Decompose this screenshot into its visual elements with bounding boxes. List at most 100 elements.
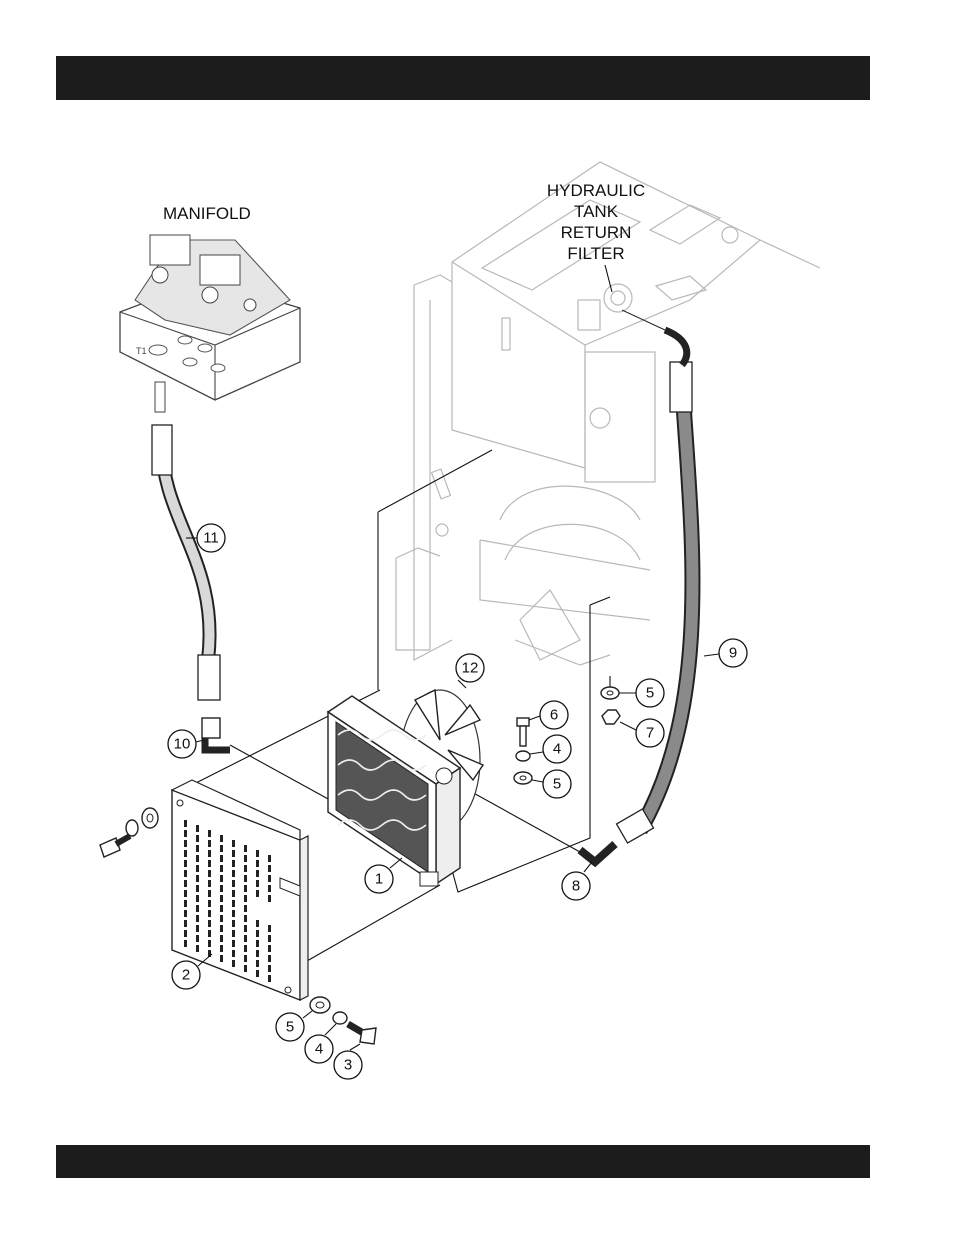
vent-slot <box>268 875 271 882</box>
callout-5-lower-text: 5 <box>286 1019 294 1036</box>
vent-slot <box>208 840 211 847</box>
callout-9-text: 9 <box>729 645 737 662</box>
vent-slot <box>220 885 223 892</box>
vent-slot <box>232 900 235 907</box>
callout-5-upper-text: 5 <box>646 685 654 702</box>
callout-5-middle-text: 5 <box>553 776 561 793</box>
vent-slot <box>208 850 211 857</box>
vent-slot <box>244 855 247 862</box>
vent-slot <box>196 935 199 942</box>
vent-slot <box>268 895 271 902</box>
vent-slot <box>232 880 235 887</box>
vent-slot <box>220 875 223 882</box>
port-label: T1 <box>136 346 147 356</box>
elbow-fitting-8 <box>580 844 615 862</box>
vent-slot <box>196 885 199 892</box>
vent-slot <box>208 920 211 927</box>
callout-12: 12 <box>456 654 484 688</box>
callout-6: 6 <box>529 701 568 729</box>
vent-slot <box>220 905 223 912</box>
vent-slot <box>220 845 223 852</box>
callout-5-lower: 5 <box>276 1011 312 1041</box>
vent-slot <box>184 860 187 867</box>
vent-slot <box>256 920 259 927</box>
vent-slot <box>232 850 235 857</box>
callout-4-upper-text: 4 <box>553 741 561 758</box>
vent-slot <box>184 840 187 847</box>
vent-slot <box>220 865 223 872</box>
vent-slot <box>220 895 223 902</box>
vent-slot <box>208 880 211 887</box>
callout-7-text: 7 <box>646 725 654 742</box>
vent-slot <box>268 925 271 932</box>
vent-slot <box>232 910 235 917</box>
vent-slot <box>256 960 259 967</box>
vent-slot <box>232 950 235 957</box>
vent-slot <box>196 865 199 872</box>
vent-slot <box>244 935 247 942</box>
elbow-fitting-10 <box>202 718 230 750</box>
vent-slot <box>220 835 223 842</box>
vent-slot <box>208 910 211 917</box>
vent-slot <box>268 965 271 972</box>
vent-slot <box>232 890 235 897</box>
callout-6-text: 6 <box>550 707 558 724</box>
vent-slot <box>232 940 235 947</box>
vent-slot <box>244 905 247 912</box>
vent-slot <box>232 870 235 877</box>
vent-slot <box>244 925 247 932</box>
manifold-label: MANIFOLD <box>163 204 251 223</box>
hose-11 <box>152 425 220 700</box>
vent-slot <box>244 875 247 882</box>
vent-slot <box>232 930 235 937</box>
manifold-block: T1 <box>120 235 300 412</box>
filter-label-line-4: FILTER <box>567 244 624 263</box>
vent-slot <box>244 885 247 892</box>
vent-slot <box>220 935 223 942</box>
vent-slot <box>196 855 199 862</box>
vent-slot <box>244 865 247 872</box>
callout-4-lower-text: 4 <box>315 1041 323 1058</box>
vent-slot <box>184 830 187 837</box>
vent-slot <box>196 925 199 932</box>
callout-11-text: 11 <box>203 530 219 547</box>
vent-slot <box>256 940 259 947</box>
vent-slot <box>208 870 211 877</box>
vent-slot <box>208 930 211 937</box>
callout-1-text: 1 <box>375 871 383 888</box>
vent-slot <box>244 945 247 952</box>
callout-2-text: 2 <box>182 967 190 984</box>
filter-label: HYDRAULIC TANK RETURN FILTER <box>547 181 645 292</box>
vent-slot <box>184 870 187 877</box>
vent-slot <box>256 930 259 937</box>
vent-slot <box>208 830 211 837</box>
vent-slot <box>220 955 223 962</box>
callout-4-upper: 4 <box>530 735 571 763</box>
vent-slot <box>244 845 247 852</box>
vent-slot <box>184 880 187 887</box>
vent-slot <box>256 950 259 957</box>
vent-slot <box>232 960 235 967</box>
vent-slot <box>196 825 199 832</box>
vent-slot <box>232 860 235 867</box>
vent-slot <box>232 920 235 927</box>
vent-slot <box>208 900 211 907</box>
callout-9: 9 <box>704 639 747 667</box>
callout-8-text: 8 <box>572 878 580 895</box>
callout-12-text: 12 <box>462 660 479 677</box>
vent-slot <box>256 970 259 977</box>
vent-slot <box>184 890 187 897</box>
vent-slot <box>268 975 271 982</box>
vent-slot <box>184 940 187 947</box>
callout-3: 3 <box>334 1044 362 1079</box>
vent-slot <box>196 915 199 922</box>
vent-slot <box>244 965 247 972</box>
vent-slot <box>268 935 271 942</box>
vent-slot <box>184 850 187 857</box>
callout-5-upper: 5 <box>619 679 664 707</box>
vent-slot <box>244 915 247 922</box>
callout-7: 7 <box>620 719 664 747</box>
vent-slot <box>256 860 259 867</box>
vent-slot <box>220 855 223 862</box>
